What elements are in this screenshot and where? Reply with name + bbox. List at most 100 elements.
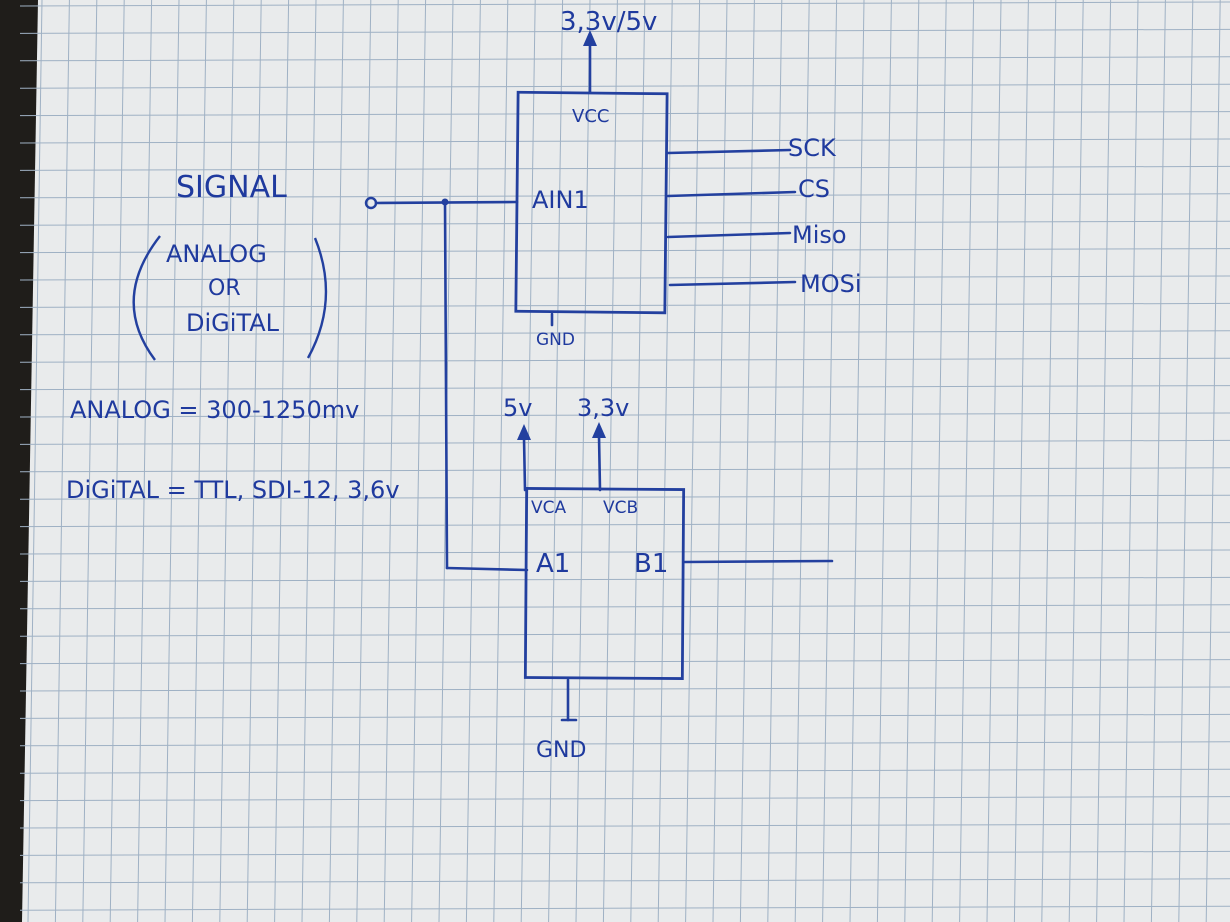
grid-line-horizontal <box>19 631 1230 637</box>
grid-line-vertical <box>191 0 207 922</box>
grid-line-horizontal <box>19 467 1230 473</box>
sck-label: SCK <box>788 134 837 162</box>
note-line-digital: DiGiTAL <box>186 309 280 337</box>
adc-ain1-label: AIN1 <box>532 186 589 214</box>
shifter-vcb-label: VCB <box>603 498 638 518</box>
grid-line-horizontal <box>19 905 1230 911</box>
grid-line-horizontal <box>19 275 1230 281</box>
grid-line-vertical <box>520 0 536 922</box>
grid-line-vertical <box>109 0 125 922</box>
grid-line-vertical <box>1205 0 1221 922</box>
grid-line-vertical <box>274 0 290 922</box>
grid-line-vertical <box>904 0 920 922</box>
grid-lines <box>19 0 1230 922</box>
grid-line-horizontal <box>19 56 1230 62</box>
miso-wire <box>666 231 792 239</box>
grid-line-vertical <box>1013 0 1029 922</box>
grid-line-horizontal <box>19 1 1230 7</box>
grid-line-vertical <box>1178 0 1194 922</box>
grid-line-horizontal <box>19 494 1230 500</box>
grid-line-horizontal <box>19 604 1230 610</box>
grid-line-vertical <box>219 0 235 922</box>
grid-line-vertical <box>685 0 701 922</box>
grid-line-horizontal <box>19 165 1230 171</box>
grid-line-horizontal <box>19 83 1230 89</box>
grid-line-horizontal <box>19 330 1230 336</box>
grid-line-horizontal <box>19 576 1230 582</box>
digital-range-note: DiGiTAL = TTL, SDI-12, 3,6v <box>66 476 400 504</box>
signal-label: SIGNAL <box>176 170 287 205</box>
grid-line-vertical <box>1041 0 1057 922</box>
grid-line-horizontal <box>19 850 1230 856</box>
miso-label: Miso <box>792 221 847 249</box>
grid-line-horizontal <box>19 659 1230 665</box>
grid-line-horizontal <box>19 796 1230 802</box>
grid-line-vertical <box>739 0 755 922</box>
shifter-5v-wire <box>522 436 527 492</box>
paper-sheet <box>22 0 1230 922</box>
grid-line-vertical <box>1096 0 1112 922</box>
grid-line-vertical <box>164 0 180 922</box>
grid-line-vertical <box>383 0 399 922</box>
grid-line-horizontal <box>19 522 1230 528</box>
mosi-wire <box>668 280 797 287</box>
shifter-vca-label: VCA <box>531 498 566 518</box>
note-left-paren <box>132 235 161 361</box>
adc-gnd-label: GND <box>536 330 575 350</box>
level-shifter-box <box>523 487 686 680</box>
branch-wire-vertical <box>443 200 449 570</box>
grid-line-vertical <box>959 0 975 922</box>
sck-wire <box>666 148 792 155</box>
grid-line-vertical <box>548 0 564 922</box>
grid-line-horizontal <box>19 248 1230 254</box>
shifter-3v3-arrow <box>592 422 606 438</box>
shifter-3v3-wire <box>597 434 602 492</box>
note-right-paren <box>306 237 328 359</box>
grid-line-horizontal <box>19 439 1230 445</box>
grid-line-vertical <box>794 0 810 922</box>
mosi-label: MOSi <box>800 270 862 298</box>
grid-line-vertical <box>328 0 344 922</box>
shifter-b1-wire <box>683 559 834 564</box>
grid-line-vertical <box>493 0 509 922</box>
shifter-5v-label: 5v <box>503 394 532 422</box>
branch-wire-horizontal <box>445 566 529 572</box>
grid-line-horizontal <box>19 823 1230 829</box>
grid-line-horizontal <box>19 138 1230 144</box>
grid-line-vertical <box>602 0 618 922</box>
grid-line-vertical <box>465 0 481 922</box>
grid-line-vertical <box>767 0 783 922</box>
grid-line-vertical <box>27 0 43 922</box>
cs-label: CS <box>798 175 830 203</box>
grid-line-horizontal <box>19 878 1230 884</box>
grid-line-vertical <box>82 0 98 922</box>
grid-line-vertical <box>712 0 728 922</box>
grid-line-horizontal <box>19 741 1230 747</box>
grid-line-horizontal <box>19 412 1230 418</box>
grid-line-horizontal <box>19 220 1230 226</box>
grid-line-horizontal <box>19 686 1230 692</box>
grid-line-vertical <box>137 0 153 922</box>
grid-line-horizontal <box>19 768 1230 774</box>
shifter-gnd-label: GND <box>536 738 586 763</box>
note-line-or: OR <box>208 276 241 301</box>
grid-line-vertical <box>356 0 372 922</box>
grid-line-vertical <box>876 0 892 922</box>
grid-line-vertical <box>1150 0 1166 922</box>
grid-line-vertical <box>849 0 865 922</box>
grid-line-horizontal <box>19 357 1230 363</box>
grid-line-horizontal <box>19 193 1230 199</box>
grid-line-horizontal <box>19 385 1230 391</box>
signal-terminal <box>364 196 378 210</box>
grid-line-vertical <box>301 0 317 922</box>
grid-line-vertical <box>1068 0 1084 922</box>
grid-line-vertical <box>986 0 1002 922</box>
shifter-3v3-label: 3,3v <box>577 394 629 422</box>
grid-line-horizontal <box>19 111 1230 117</box>
shifter-b1-label: B1 <box>634 549 668 579</box>
grid-line-horizontal <box>19 302 1230 308</box>
grid-line-vertical <box>575 0 591 922</box>
shifter-a1-label: A1 <box>536 549 570 579</box>
